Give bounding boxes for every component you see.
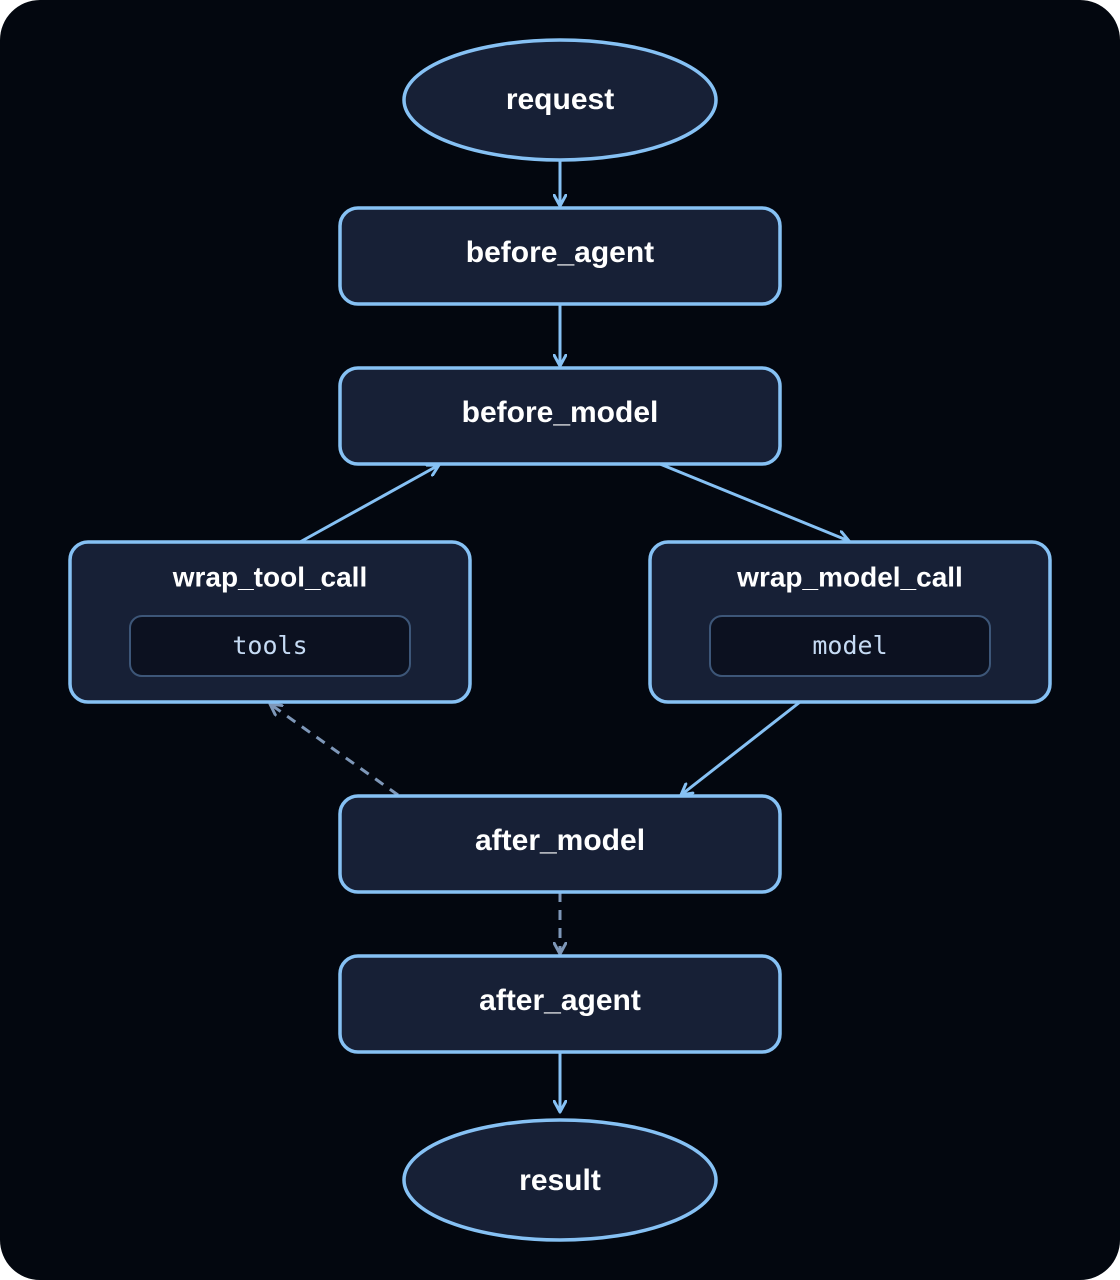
model-tag-label: model	[812, 631, 887, 660]
node-wrap-model-call-label: wrap_model_call	[736, 561, 963, 592]
node-after-agent-shape	[338, 954, 782, 1054]
node-before-agent-label: before_agent	[466, 236, 654, 269]
model-tag-box	[709, 615, 991, 677]
node-wrap-model-call: wrap_model_call model	[648, 540, 1052, 704]
node-before-model-shape	[338, 366, 782, 466]
node-wrap-tool-call: wrap_tool_call tools	[68, 540, 472, 704]
node-wrap-tool-call-label: wrap_tool_call	[172, 561, 368, 592]
edge-wrap-model-call-to-after-model	[681, 700, 801, 795]
node-after-model: after_model	[338, 794, 782, 894]
node-before-agent-shape	[338, 206, 782, 306]
node-request-label: request	[506, 83, 614, 116]
node-result: result	[402, 1118, 718, 1242]
node-after-model-label: after_model	[475, 824, 645, 857]
node-after-agent: after_agent	[338, 954, 782, 1054]
node-after-agent-label: after_agent	[479, 984, 641, 1017]
tools-tag-box	[129, 615, 411, 677]
node-request-shape	[402, 38, 718, 162]
node-before-model-label: before_model	[462, 396, 659, 429]
edges	[270, 160, 849, 1112]
node-after-model-shape	[338, 794, 782, 894]
edge-wrap-tool-call-to-before-model	[299, 465, 439, 544]
node-before-model: before_model	[338, 366, 782, 466]
node-result-label: result	[519, 1164, 601, 1197]
tools-tag-label: tools	[232, 631, 307, 660]
node-before-agent: before_agent	[338, 206, 782, 306]
node-result-shape	[402, 1118, 718, 1242]
node-request: request	[402, 38, 718, 162]
edge-before-model-to-wrap-model-call	[659, 462, 849, 541]
edge-after-model-to-wrap-tool-call	[270, 704, 399, 797]
